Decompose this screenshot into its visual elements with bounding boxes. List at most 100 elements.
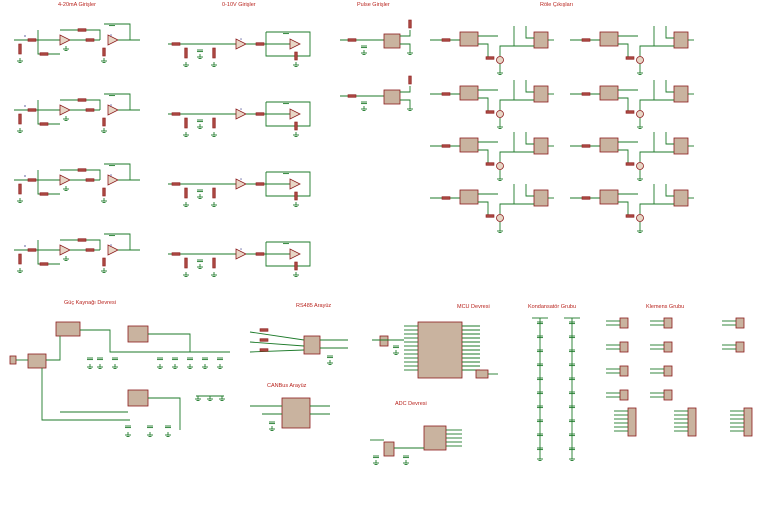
- wire: [665, 184, 674, 197]
- ic-body: [533, 31, 549, 49]
- resistor: [441, 144, 451, 148]
- resistor: [255, 252, 265, 256]
- resistor: [18, 113, 22, 125]
- wire: [400, 30, 411, 37]
- wire: [400, 86, 411, 93]
- resistor: [441, 196, 451, 200]
- opamp: [59, 174, 71, 186]
- wire: [265, 241, 311, 267]
- wire: [525, 80, 534, 93]
- block-pulse-inputs: [340, 19, 413, 111]
- resistor: [18, 253, 22, 265]
- block-capacitor-group: [532, 317, 580, 461]
- resistor: [27, 248, 37, 252]
- transistor: [496, 214, 504, 222]
- pin-label: R: [24, 244, 27, 248]
- ic-body: [459, 31, 479, 47]
- resistor: [171, 252, 181, 256]
- ic-body: [673, 31, 689, 49]
- title-mcu: MCU Devresi: [457, 304, 490, 310]
- opamp: [289, 248, 301, 260]
- wire: [37, 170, 60, 195]
- wire: [618, 97, 629, 112]
- wire: [665, 26, 674, 39]
- resistor: [171, 42, 181, 46]
- wire: [60, 239, 101, 250]
- resistor: [625, 56, 635, 60]
- opamp: [235, 108, 247, 120]
- resistor: [27, 108, 37, 112]
- resistor: [408, 19, 412, 29]
- resistor: [184, 187, 188, 199]
- resistor: [212, 257, 216, 269]
- wire: [639, 151, 674, 162]
- wire: [400, 43, 411, 50]
- pin-label: R: [24, 104, 27, 108]
- ic-body: [599, 31, 619, 47]
- resistor: [184, 47, 188, 59]
- opamp: [59, 34, 71, 46]
- wire: [499, 151, 534, 162]
- ic-body: [663, 341, 673, 353]
- resistor: [581, 92, 591, 96]
- resistor: [259, 328, 269, 332]
- ic-body: [303, 335, 321, 355]
- resistor: [212, 47, 216, 59]
- block-adc: [370, 425, 462, 465]
- ic-body: [663, 365, 673, 377]
- title-adc: ADC Devresi: [395, 401, 427, 407]
- transistor: [636, 56, 644, 64]
- resistor: [85, 38, 95, 42]
- resistor: [347, 94, 357, 98]
- resistor: [625, 214, 635, 218]
- ic-body: [55, 321, 81, 337]
- resistor: [581, 144, 591, 148]
- ic-body: [599, 189, 619, 205]
- wire: [665, 132, 674, 145]
- resistor: [255, 112, 265, 116]
- ic-body: [735, 341, 745, 353]
- block-relay-outputs: [430, 26, 694, 233]
- resistor: [85, 178, 95, 182]
- ic-body: [735, 317, 745, 329]
- opamp: [59, 104, 71, 116]
- opamp: [107, 104, 119, 116]
- opamp: [107, 244, 119, 256]
- title-terminal-group: Klemens Grubu: [646, 304, 685, 310]
- ic-body: [475, 369, 489, 379]
- wire: [80, 329, 230, 353]
- ic-body: [619, 389, 629, 401]
- resistor: [294, 51, 298, 61]
- ic-body: [687, 407, 697, 437]
- ic-body: [619, 341, 629, 353]
- resistor: [255, 182, 265, 186]
- resistor: [294, 191, 298, 201]
- transistor: [496, 162, 504, 170]
- wire: [499, 45, 534, 56]
- resistor: [27, 38, 37, 42]
- wire: [37, 240, 60, 265]
- wire: [639, 203, 674, 214]
- ic-body: [383, 441, 395, 457]
- pin-label: U: [110, 103, 112, 107]
- block-mcu: [372, 321, 498, 379]
- ic-body: [599, 85, 619, 101]
- wire: [148, 333, 191, 352]
- resistor: [581, 196, 591, 200]
- block-power-supply: [9, 321, 230, 437]
- wire: [400, 99, 411, 106]
- resistor: [212, 117, 216, 129]
- ic-body: [127, 389, 149, 407]
- pin-label: R: [24, 174, 27, 178]
- pin-label: U: [240, 107, 242, 111]
- resistor: [581, 38, 591, 42]
- resistor: [102, 257, 106, 267]
- ic-body: [673, 189, 689, 207]
- pin-label: U: [110, 173, 112, 177]
- resistor: [485, 56, 495, 60]
- resistor: [294, 121, 298, 131]
- resistor: [408, 75, 412, 85]
- ic-body: [379, 335, 389, 347]
- ic-body: [619, 317, 629, 329]
